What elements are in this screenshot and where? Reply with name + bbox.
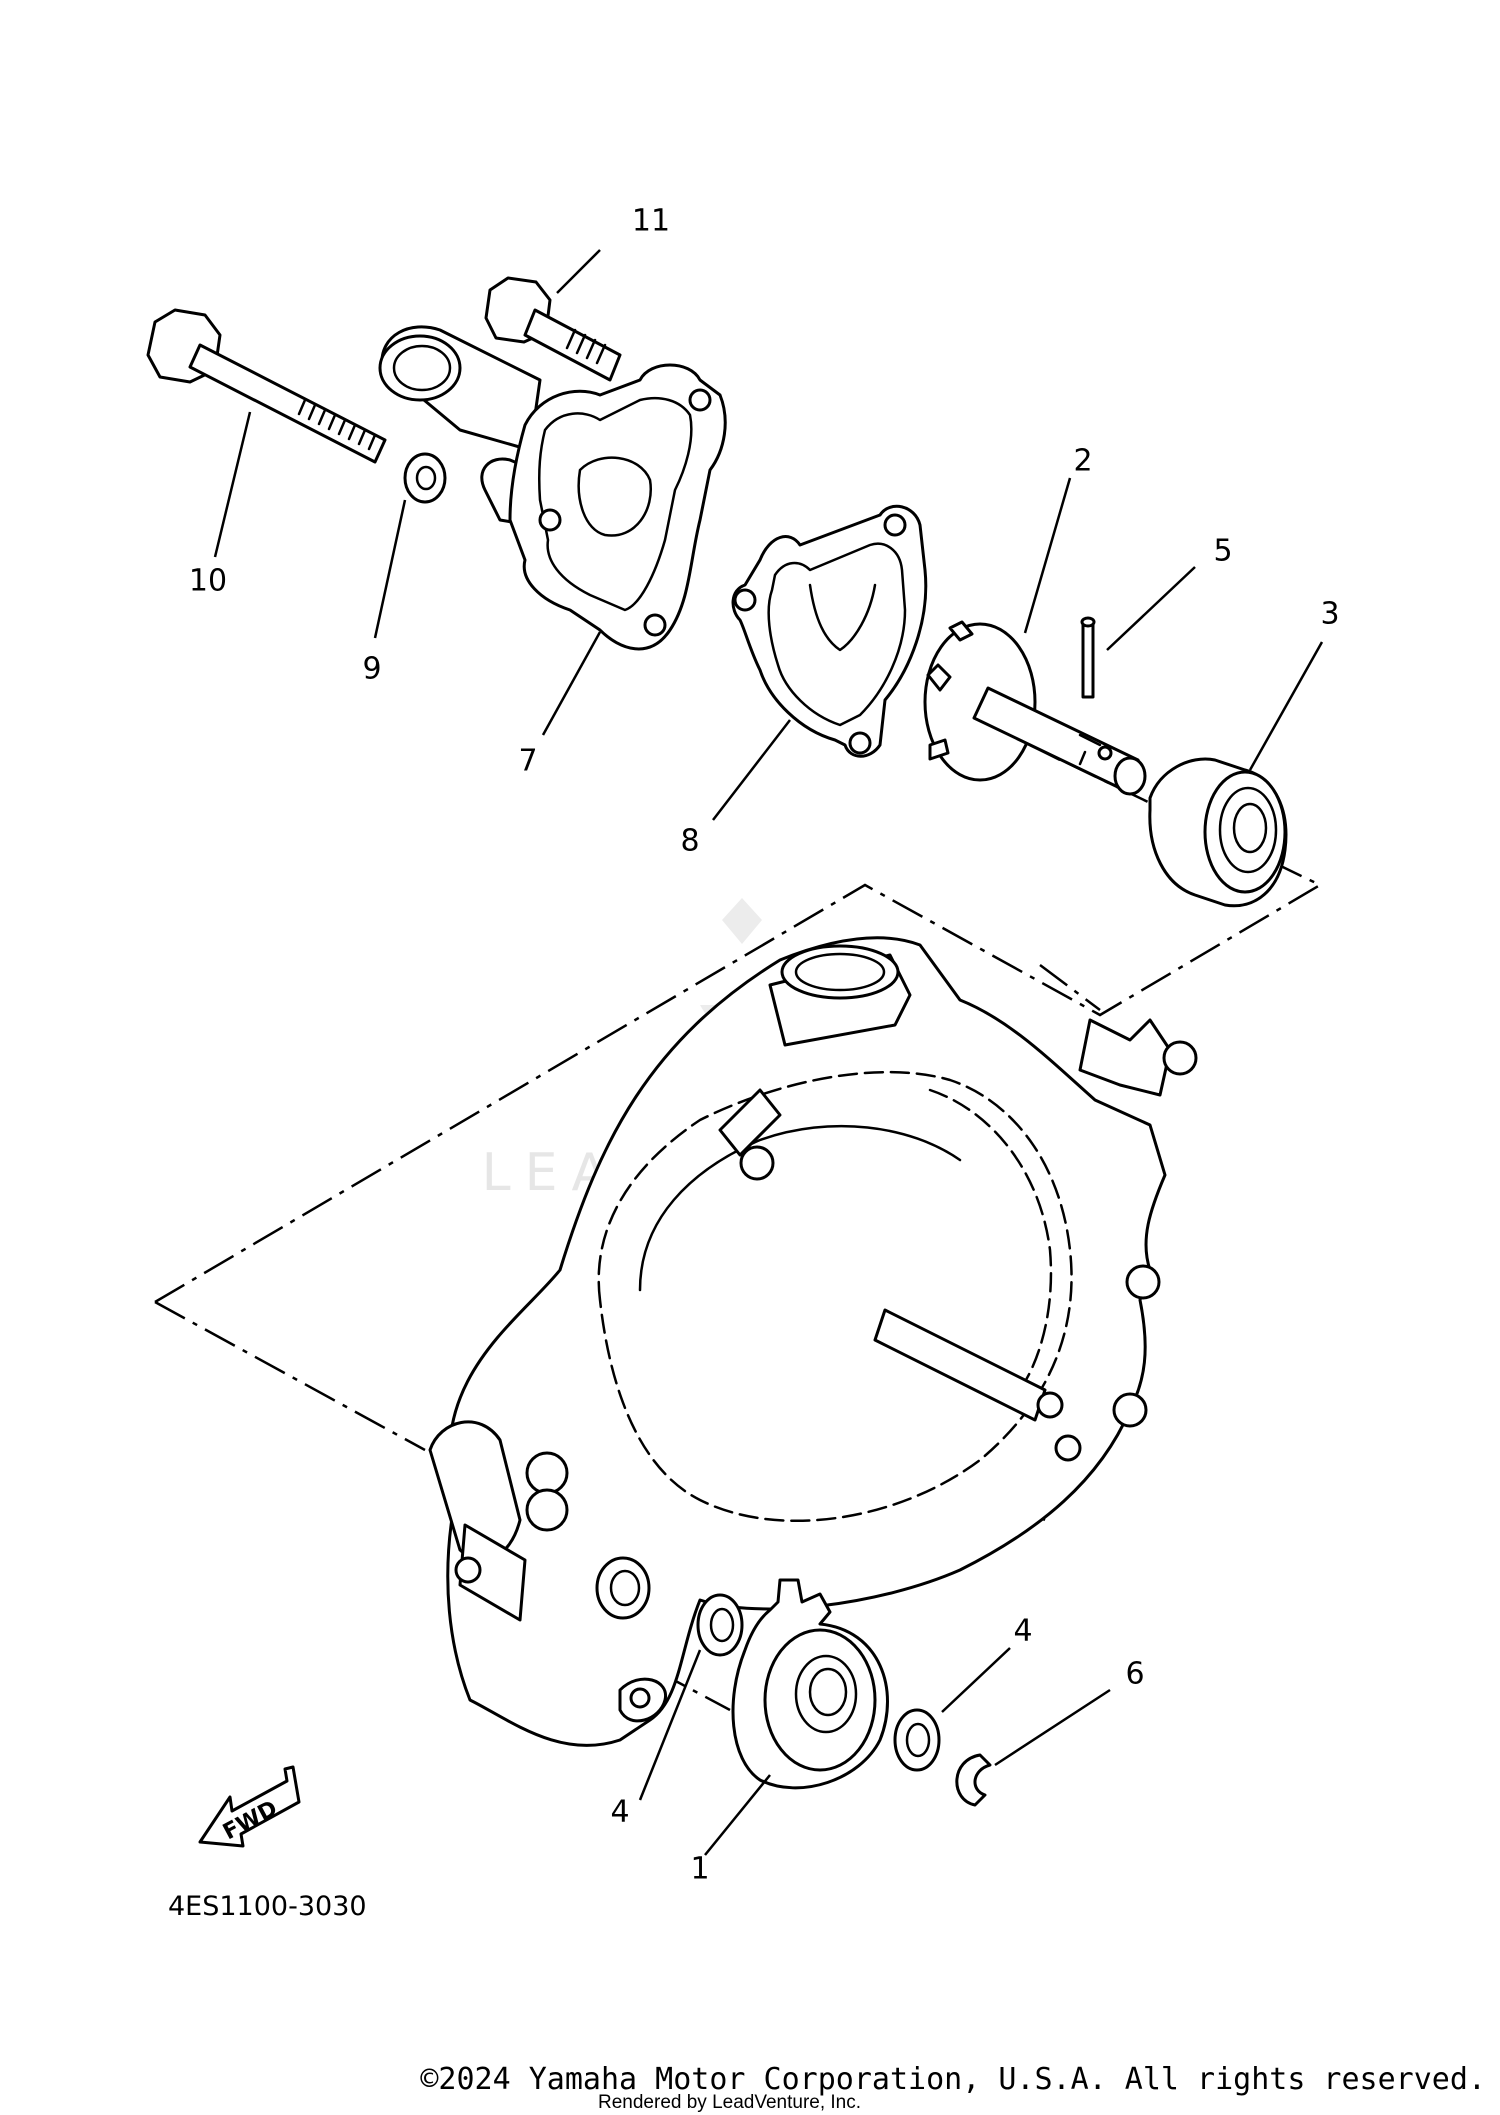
callout-5: 5	[1213, 534, 1232, 569]
fwd-arrow-icon: FWD	[198, 1765, 301, 1848]
washer-part-9	[403, 452, 447, 504]
drive-gear-part-1	[731, 1578, 889, 1790]
pin-part-5	[1080, 616, 1096, 699]
impeller-part-2	[923, 620, 1147, 796]
callout-10: 10	[189, 564, 227, 599]
callout-2: 2	[1073, 444, 1092, 479]
rendered-by-credit: Rendered by LeadVenture, Inc.	[598, 2092, 862, 2113]
gasket-part-8	[731, 504, 928, 758]
callout-3: 3	[1320, 597, 1339, 632]
long-bolt-part-10	[146, 308, 387, 464]
callout-11: 11	[632, 204, 670, 239]
crankcase-cover	[428, 936, 1198, 1747]
washer-part-4-right	[893, 1708, 941, 1772]
callout-6: 6	[1125, 1657, 1144, 1692]
callout-4-right: 4	[1013, 1614, 1032, 1649]
bearing-part-3	[1148, 757, 1288, 908]
short-bolt-part-11	[484, 276, 622, 382]
callout-7: 7	[518, 744, 537, 779]
circlip-part-6	[955, 1753, 992, 1807]
callout-4-left: 4	[610, 1795, 629, 1830]
callout-1: 1	[690, 1852, 709, 1887]
washer-part-4-left	[696, 1593, 744, 1657]
leader-lines	[213, 249, 1324, 1856]
copyright-notice: ©2024 Yamaha Motor Corporation, U.S.A. A…	[420, 2062, 1486, 2097]
water-pump-housing-part-7	[378, 325, 727, 651]
diagram-code: 4ES1100-3030	[168, 1891, 367, 1922]
callout-9: 9	[362, 652, 381, 687]
callout-8: 8	[680, 824, 699, 859]
callout-labels: 1 2 3 4 4 5 6 7 8 9 10 11	[189, 204, 1340, 1887]
